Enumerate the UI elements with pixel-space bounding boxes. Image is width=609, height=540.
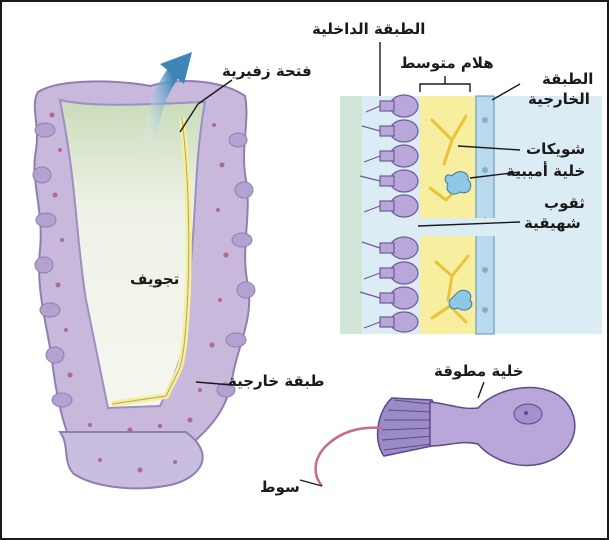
label-pores-line2: شهيقية [524, 214, 581, 232]
label-collar-cell: خلية مطوقة [434, 362, 524, 380]
label-amoebocyte: خلية أميبية [506, 162, 585, 180]
label-outer-layer-line2: الخارجية [528, 90, 590, 108]
label-flagellum: سوط [260, 478, 300, 496]
label-cavity: تجويف [130, 270, 179, 288]
label-pores-line1: ثقوب [544, 194, 585, 212]
label-spicules: شويكات [526, 140, 585, 158]
collar-cell-detail [300, 388, 575, 486]
label-exhalent-opening: فتحة زفيرية [222, 62, 312, 80]
label-outer-layer-bottom: طبقة خارجية [228, 372, 324, 390]
label-mesohyl: هلام متوسط [400, 54, 494, 72]
label-outer-layer-line1: الطبقة [542, 70, 593, 88]
label-inner-layer: الطبقة الداخلية [312, 20, 425, 38]
